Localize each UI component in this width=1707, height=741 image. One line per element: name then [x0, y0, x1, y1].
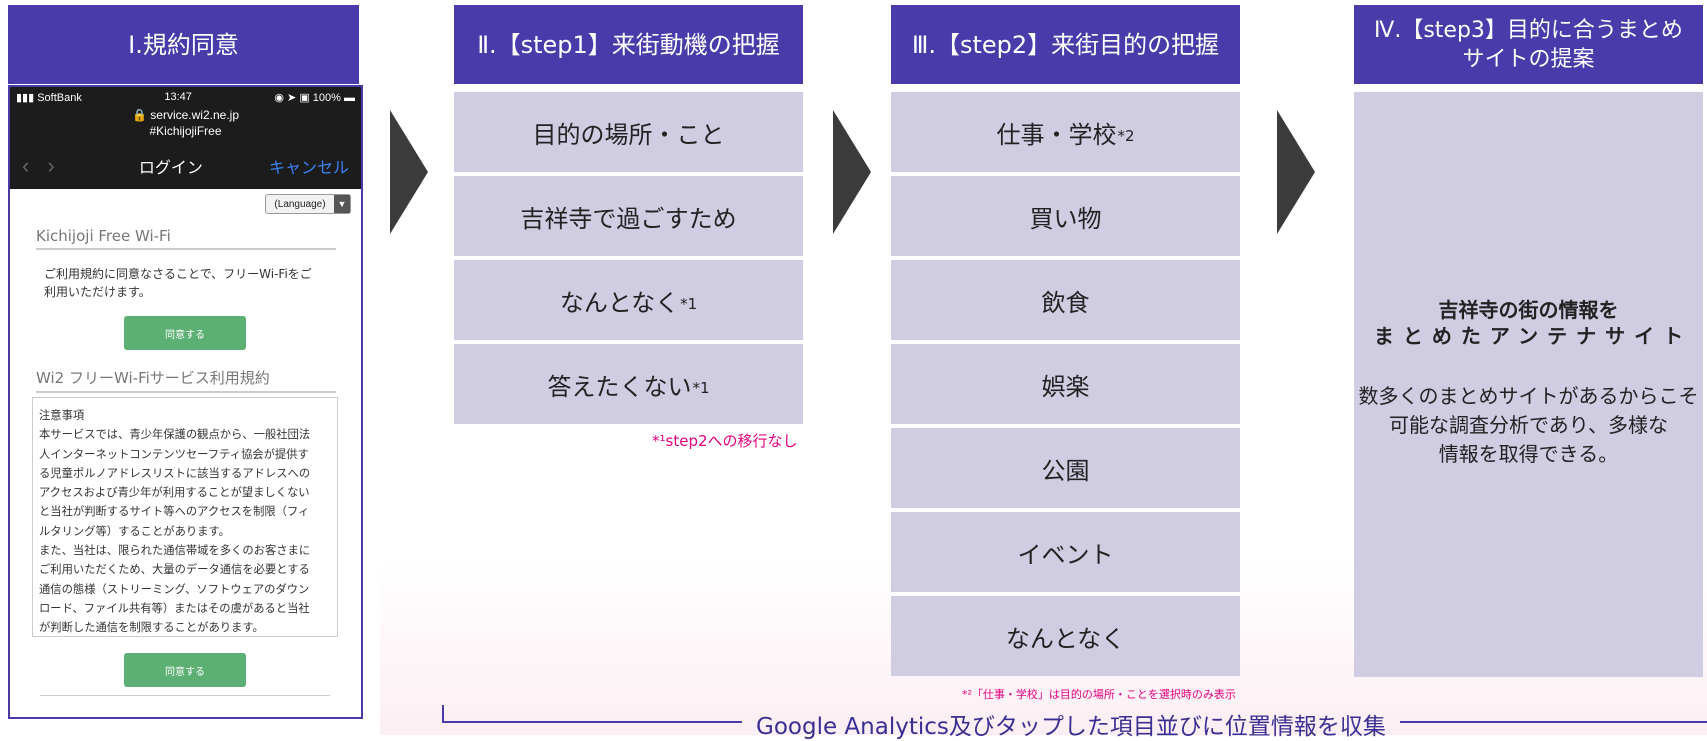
phone-screenshot: ▮▮▮ SoftBank 13:47 ◉ ➤ ▣ 100% ▬ 🔒 servic… — [8, 85, 363, 719]
header-step2: Ⅲ.【step2】来街目的の把握 — [891, 5, 1240, 84]
language-select[interactable]: (Language)▼ — [265, 194, 351, 214]
antenna-site-description: 数多くのまとめサイトがあるからこそ 可能な調査分析であり、多様な 情報を取得でき… — [1358, 384, 1699, 466]
option-destination[interactable]: 目的の場所・こと — [454, 92, 803, 172]
clock-label: 13:47 — [164, 91, 192, 103]
footer-line-left — [442, 721, 742, 723]
terms-heading: Wi2 フリーWi-Fiサービス利用規約 — [36, 367, 336, 393]
step1-footnote: *¹step2への移行なし — [652, 432, 798, 450]
step1-options: 目的の場所・こと 吉祥寺で過ごすため なんとなく*1 答えたくない*1 — [454, 92, 803, 428]
option-no-answer[interactable]: 答えたくない*1 — [454, 344, 803, 424]
intro-text: ご利用規約に同意なさることで、フリーWi-Fiをご利用いただけます。 — [44, 267, 312, 299]
divider — [40, 695, 330, 696]
footer-line-right — [1400, 721, 1707, 723]
agree-button[interactable]: 同意する — [124, 316, 246, 350]
header-terms-agreement: Ⅰ.規約同意 — [8, 5, 359, 84]
option-dining[interactable]: 飲食 — [891, 260, 1240, 340]
phone-status-bar: ▮▮▮ SoftBank 13:47 ◉ ➤ ▣ 100% ▬ — [10, 87, 361, 107]
carrier-label: ▮▮▮ SoftBank — [16, 91, 82, 104]
option-work-school[interactable]: 仕事・学校*2 — [891, 92, 1240, 172]
wifi-heading: Kichijoji Free Wi-Fi — [36, 227, 336, 250]
option-shopping[interactable]: 買い物 — [891, 176, 1240, 256]
cancel-button[interactable]: キャンセル — [268, 160, 349, 177]
option-entertainment[interactable]: 娯楽 — [891, 344, 1240, 424]
url-text: service.wi2.ne.jp — [150, 108, 239, 122]
footer-bracket-left — [442, 705, 444, 723]
header-step3: Ⅳ.【step3】目的に合うまとめサイトの提案 — [1354, 5, 1703, 84]
phone-nav-bar: ‹› ログイン キャンセル — [10, 143, 361, 189]
battery-label: ◉ ➤ ▣ 100% ▬ — [274, 91, 355, 104]
back-forward-icon[interactable]: ‹› — [22, 153, 73, 178]
flow-arrow-3 — [1277, 110, 1315, 234]
option-event[interactable]: イベント — [891, 512, 1240, 592]
ssid-text: #KichijojiFree — [149, 124, 222, 138]
footer-caption: Google Analytics及びタップした項目並びに位置情報を収集 — [756, 714, 1386, 740]
option-park[interactable]: 公園 — [891, 428, 1240, 508]
step2-footnote: *²「仕事・学校」は目的の場所・ことを選択時のみ表示 — [962, 688, 1236, 701]
chevron-down-icon: ▼ — [334, 195, 350, 213]
header-step1: Ⅱ.【step1】来街動機の把握 — [454, 5, 803, 84]
option-spend-time[interactable]: 吉祥寺で過ごすため — [454, 176, 803, 256]
option-no-reason[interactable]: なんとなく*1 — [454, 260, 803, 340]
option-no-reason-2[interactable]: なんとなく — [891, 596, 1240, 676]
agree-button-bottom[interactable]: 同意する — [124, 653, 246, 687]
step2-options: 仕事・学校*2 買い物 飲食 娯楽 公園 イベント なんとなく — [891, 92, 1240, 680]
nav-title: ログイン — [138, 160, 203, 177]
step3-panel: 吉祥寺の街の情報を まとめたアンテナサイト 数多くのまとめサイトがあるからこそ … — [1354, 92, 1703, 677]
url-bar: 🔒 service.wi2.ne.jp #KichijojiFree — [10, 107, 361, 143]
terms-box[interactable]: 注意事項 本サービスでは、青少年保護の観点から、一般社団法 人インターネットコン… — [32, 397, 338, 637]
antenna-site-title: 吉祥寺の街の情報を まとめたアンテナサイト — [1373, 298, 1693, 348]
flow-arrow-2 — [833, 110, 871, 234]
flow-arrow-1 — [390, 110, 428, 234]
